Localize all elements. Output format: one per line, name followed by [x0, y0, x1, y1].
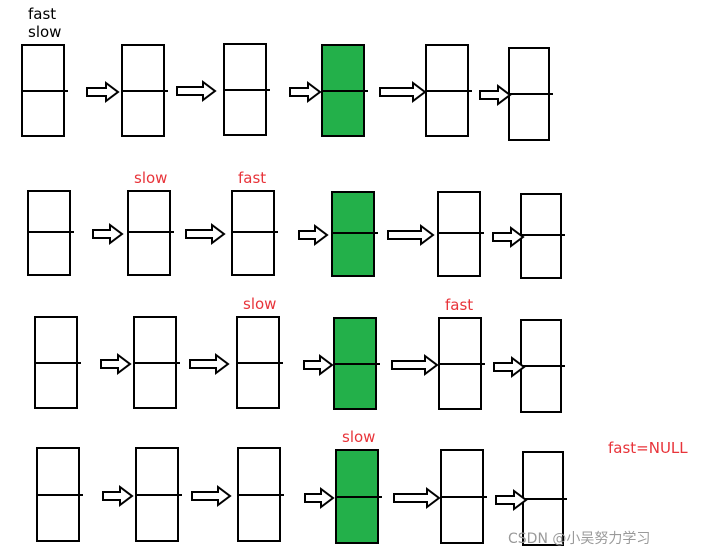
next-arrow — [387, 224, 435, 246]
list-row-2: slow fast — [27, 169, 565, 279]
next-arrow — [303, 354, 334, 376]
next-arrow — [495, 489, 528, 511]
next-arrow — [289, 81, 322, 103]
pointer-label-slow: slow — [342, 428, 375, 446]
next-arrow — [379, 81, 427, 103]
list-row-3: slow fast — [34, 295, 565, 413]
list-row-4: slow — [36, 428, 567, 546]
pointer-label-slow: slow — [243, 295, 276, 313]
pointer-label-fast: fast — [28, 5, 56, 23]
next-arrow — [391, 354, 439, 376]
next-arrow — [304, 487, 335, 509]
next-arrow — [479, 84, 512, 106]
pointer-label-slow: slow — [134, 169, 167, 187]
pointer-label-fast: fast — [238, 169, 266, 187]
next-arrow — [298, 224, 329, 246]
next-arrow — [100, 353, 132, 375]
pointer-label-fast: fast — [445, 296, 473, 314]
next-arrow — [102, 485, 134, 507]
next-arrow — [493, 356, 526, 378]
csdn-watermark: CSDN @小吴努力学习 — [508, 531, 650, 547]
next-arrow — [492, 226, 525, 248]
fast-null-note: fast=NULL — [608, 439, 688, 457]
pointer-label-slow: slow — [28, 23, 61, 41]
next-arrow — [189, 353, 230, 375]
next-arrow — [92, 223, 124, 245]
next-arrow — [86, 81, 120, 103]
next-arrow — [185, 223, 226, 245]
next-arrow — [176, 80, 217, 102]
next-arrow — [191, 485, 232, 507]
next-arrow — [393, 487, 441, 509]
